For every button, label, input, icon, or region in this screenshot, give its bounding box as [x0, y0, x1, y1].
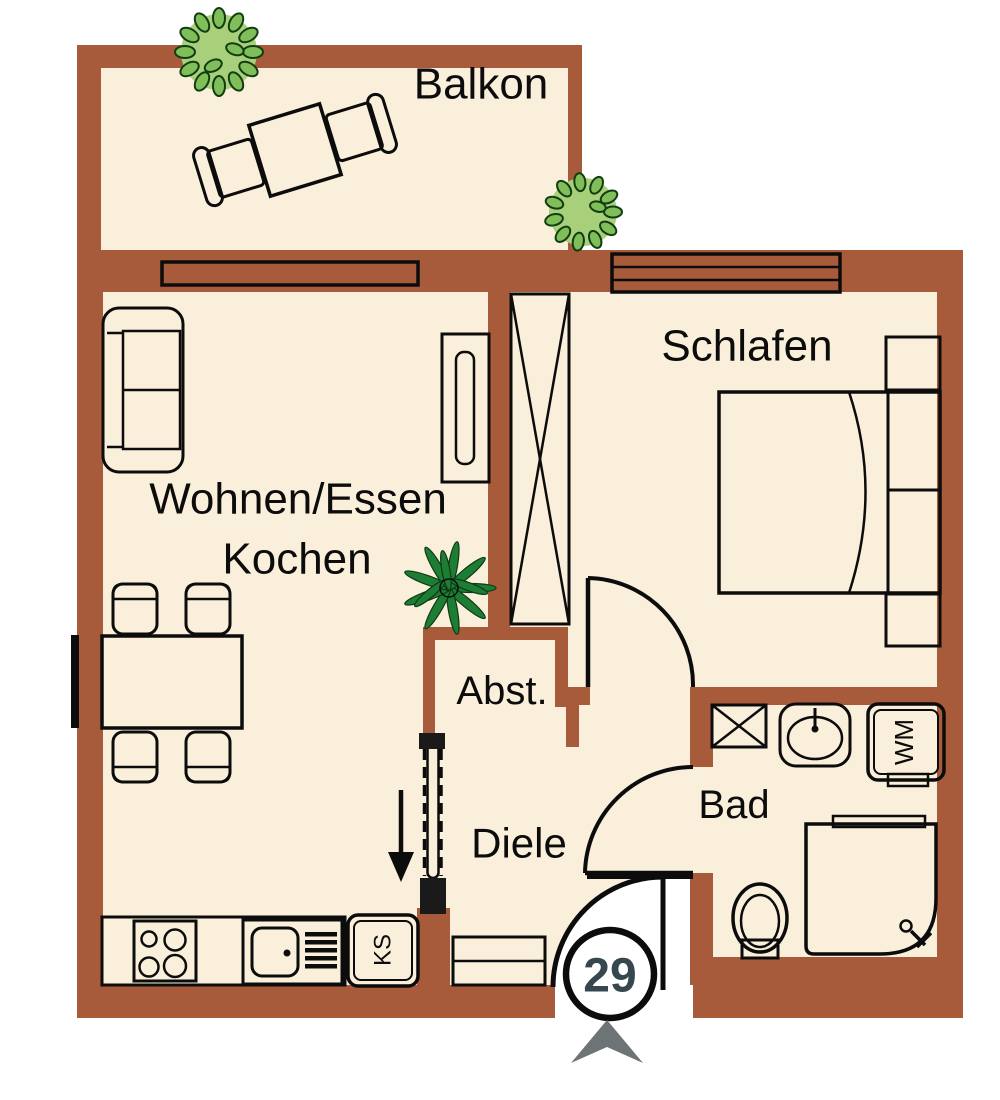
refrigerator-label: KS — [370, 934, 397, 966]
wardrobe — [509, 292, 571, 626]
balcony-chair-seat — [324, 101, 384, 163]
label-bad: Bad — [698, 783, 769, 827]
bush-icon — [544, 172, 623, 252]
bedroom-window — [610, 252, 842, 294]
sliding-door-jamb-bottom — [420, 878, 446, 914]
entrance-door — [550, 874, 693, 990]
refrigerator-icon: KS — [346, 913, 420, 988]
dining-chair — [111, 730, 159, 784]
dining-table — [100, 634, 244, 730]
bedroom-wall-stub — [555, 687, 590, 705]
nightstand — [884, 592, 942, 648]
room-labels: Balkon Wohnen/Essen Kochen Schlafen Abst… — [149, 60, 832, 867]
vent-box-icon — [710, 703, 768, 749]
dining-chair — [111, 582, 159, 636]
bottom-wall-bath — [693, 957, 963, 1018]
entrance-door-arc — [550, 874, 664, 988]
hall-bath-wall-upper — [690, 687, 713, 767]
bedroom-door-arc — [587, 576, 696, 688]
living-bedroom-wall — [488, 292, 510, 640]
left-exterior-wall — [77, 250, 103, 1018]
kitchen: KS — [100, 913, 420, 988]
label-abstellraum: Abst. — [456, 669, 547, 713]
toilet-icon — [731, 882, 789, 960]
kitchen-counter — [100, 915, 347, 987]
balcony-chair-backrest — [192, 146, 224, 208]
bottom-wall-left — [77, 985, 555, 1018]
windows — [71, 252, 842, 728]
bathroom-door — [583, 765, 694, 876]
tv-screen — [454, 350, 476, 466]
living-room-window — [71, 635, 79, 728]
entrance-recess — [663, 877, 693, 985]
dining-set — [100, 582, 244, 784]
balcony-floor — [101, 68, 568, 250]
hall-bath-wall-lower — [690, 873, 713, 985]
tv-board — [440, 332, 491, 484]
nightstand — [884, 335, 942, 392]
palm-plant-icon — [404, 541, 497, 635]
washing-machine-label: WM — [889, 719, 919, 765]
bush-icon — [174, 7, 264, 97]
slide-direction-arrowhead — [388, 852, 414, 882]
balcony-chair-backrest — [366, 92, 398, 154]
label-wohnen-essen: Wohnen/Essen — [149, 475, 447, 524]
sliding-door — [388, 733, 446, 914]
dining-chair — [184, 582, 232, 636]
washing-machine-icon: WM — [866, 702, 946, 788]
sofa — [101, 306, 185, 474]
palm-pot — [439, 578, 459, 598]
balcony-table-set — [192, 92, 398, 208]
hall-cabinet — [451, 935, 547, 987]
bathroom-door-arc — [583, 765, 694, 874]
washbasin-icon — [778, 702, 852, 768]
label-diele: Diele — [471, 820, 567, 867]
double-bed — [717, 335, 942, 648]
kitchen-wall-column — [417, 908, 450, 985]
bed-duvet-fold — [847, 390, 890, 595]
storage-top-wall — [423, 627, 568, 640]
label-schlafen: Schlafen — [661, 322, 832, 371]
doors — [388, 576, 696, 990]
shower-icon — [804, 814, 938, 956]
unit-number: 29 — [583, 950, 636, 1003]
stove-icon — [132, 919, 198, 983]
label-kochen: Kochen — [222, 535, 371, 584]
balcony-left-wall — [77, 45, 101, 265]
label-balkon: Balkon — [414, 60, 549, 109]
unit-number-badge: 29 — [562, 926, 658, 1022]
balcony-table — [246, 101, 344, 199]
bathroom-fixtures: WM — [710, 702, 946, 960]
entrance-arrow-icon — [571, 1020, 643, 1063]
bedroom-door — [585, 576, 696, 688]
balcony-sliding-door — [160, 260, 420, 287]
hall-wall-stub — [566, 705, 579, 747]
bath-top-wall — [693, 687, 963, 705]
dining-chair — [184, 730, 232, 784]
sliding-door-jamb-top — [419, 733, 445, 749]
sink-icon — [241, 918, 344, 986]
storage-left-wall — [423, 627, 435, 737]
balcony-chair-seat — [206, 137, 266, 199]
